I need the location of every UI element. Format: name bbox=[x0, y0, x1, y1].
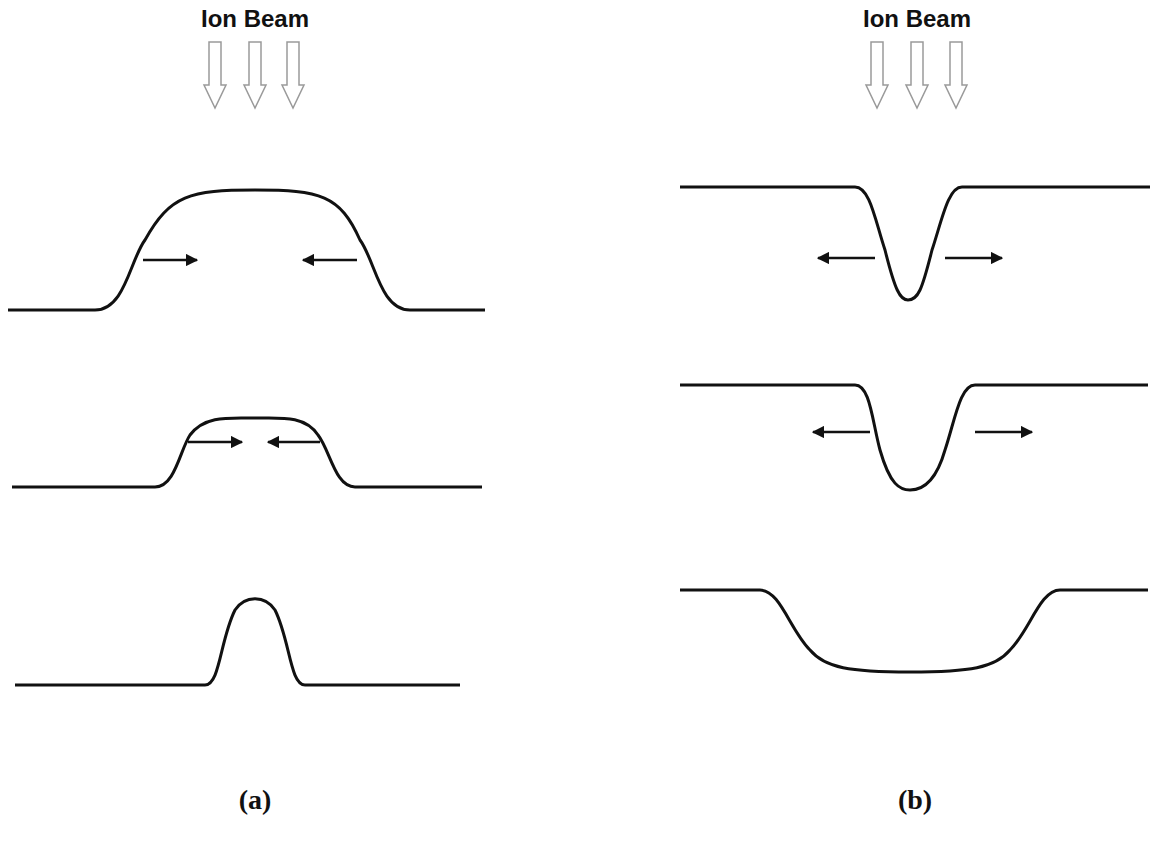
beam-label: Ion Beam bbox=[201, 5, 309, 33]
ion-beam-arrows bbox=[204, 42, 967, 108]
surface-profiles bbox=[8, 187, 1150, 685]
beam-label: Ion Beam bbox=[863, 5, 971, 33]
panel-label: (a) bbox=[239, 784, 272, 816]
motion-arrows bbox=[143, 258, 1032, 442]
panel-label: (b) bbox=[898, 784, 932, 816]
